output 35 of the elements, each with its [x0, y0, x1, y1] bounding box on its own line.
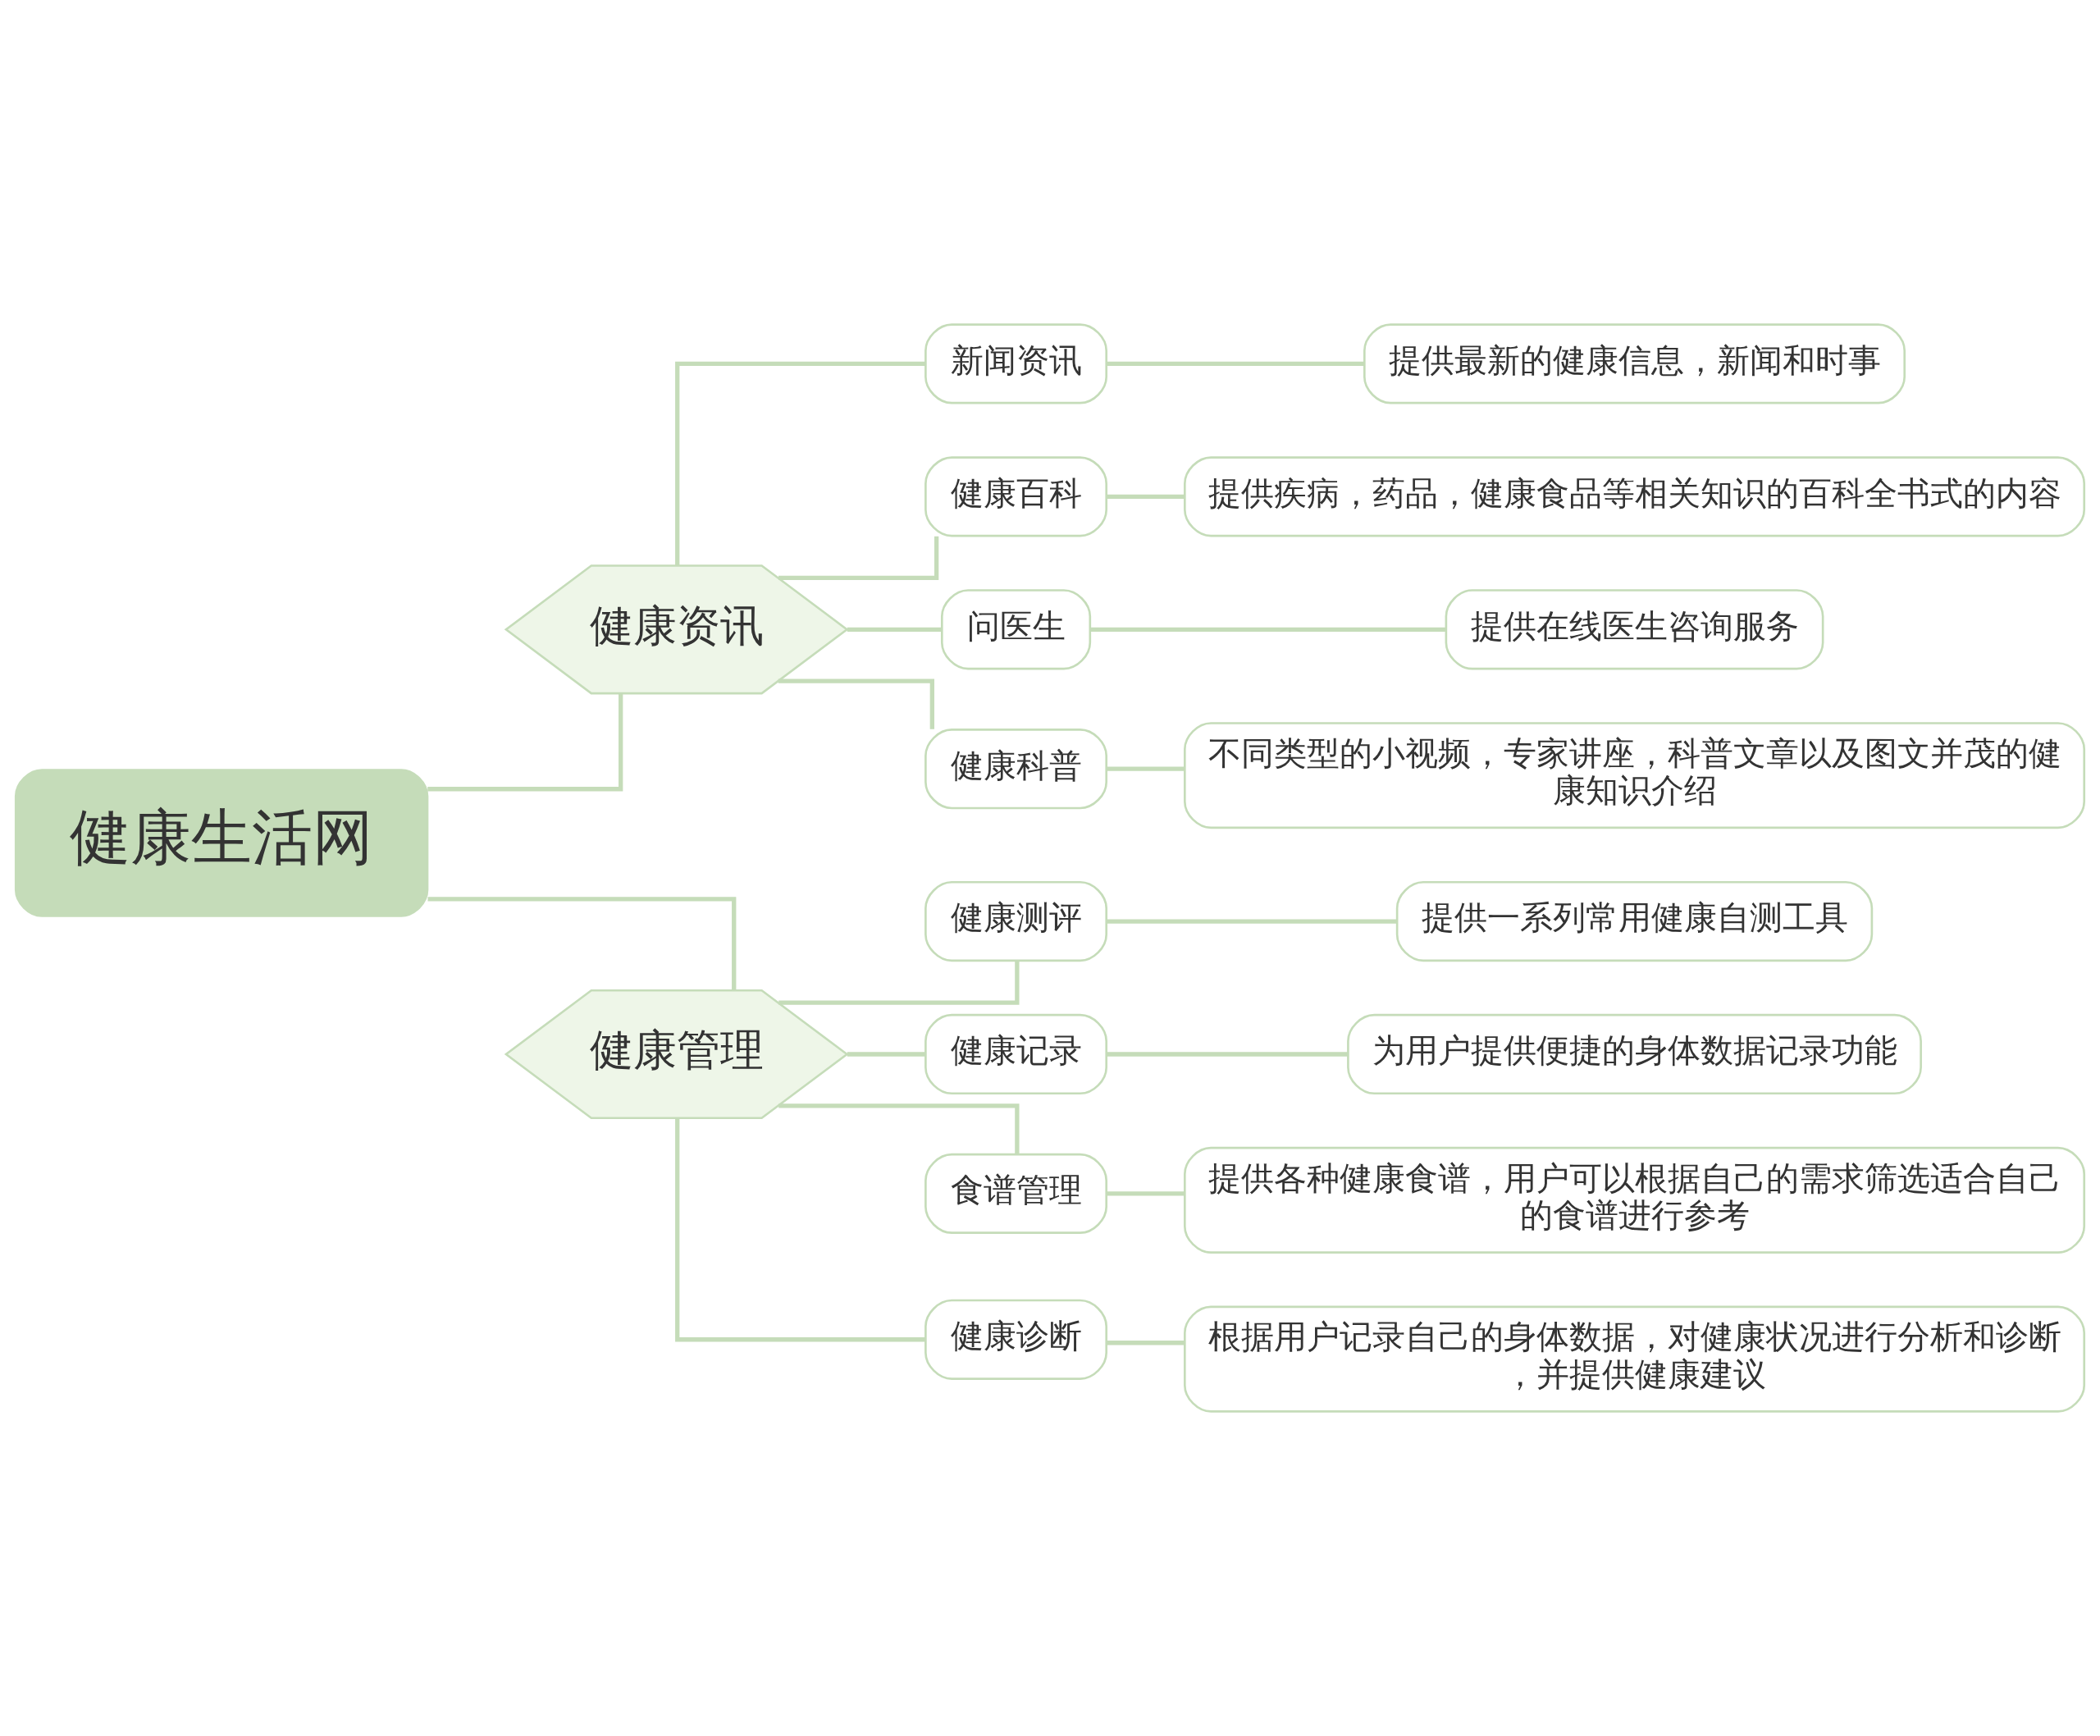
node-box: 健康记录	[924, 1013, 1108, 1095]
connector	[427, 897, 737, 990]
node-box: 提供在线医生咨询服务	[1445, 589, 1824, 670]
connector	[1107, 1341, 1185, 1345]
node-box: 问医生	[940, 589, 1092, 670]
node-box: 提供疾病，药品，健康食品等相关知识的百科全书式的内容	[1183, 456, 2086, 537]
connector	[1107, 361, 1364, 367]
node-box: 食谱管理	[924, 1153, 1108, 1234]
connector	[778, 961, 1020, 1005]
connector	[778, 1103, 1020, 1154]
node-box: 健康百科	[924, 456, 1108, 537]
connector	[778, 536, 939, 581]
node-box: 不同类型的小视频，专家讲座，科普文章以及图文并茂的健康知识介绍	[1183, 722, 2086, 829]
node-box: 健康科普	[924, 729, 1108, 810]
connector	[847, 1052, 925, 1057]
node-box: 健康诊断	[924, 1299, 1108, 1380]
connector	[427, 693, 623, 792]
connector	[1107, 1052, 1348, 1057]
connector	[778, 678, 934, 729]
connector	[675, 1118, 925, 1342]
connector	[1107, 766, 1185, 771]
node-box: 根据用户记录自己的身体数据，对健康状况进行分析和诊断，并提供健康建议	[1183, 1305, 2086, 1413]
node-box: 提供各种健康食谱，用户可以根据自己的需求筛选适合自己的食谱进行参考	[1183, 1146, 2086, 1254]
connector	[1107, 494, 1185, 499]
node-box: 为用户提供便捷的身体数据记录功能	[1347, 1013, 1922, 1095]
connector	[675, 361, 925, 565]
connector	[1107, 919, 1397, 924]
connector	[1107, 1191, 1185, 1196]
connector	[1090, 627, 1446, 632]
node-box: 提供最新的健康信息，新闻和时事	[1363, 323, 1906, 404]
node-box: 新闻资讯	[924, 323, 1108, 404]
connector	[847, 627, 942, 632]
node-box: 提供一系列常用健康自测工具	[1395, 880, 1874, 962]
node-box: 健康测评	[924, 880, 1108, 962]
node-box: 健康生活网	[14, 769, 429, 917]
